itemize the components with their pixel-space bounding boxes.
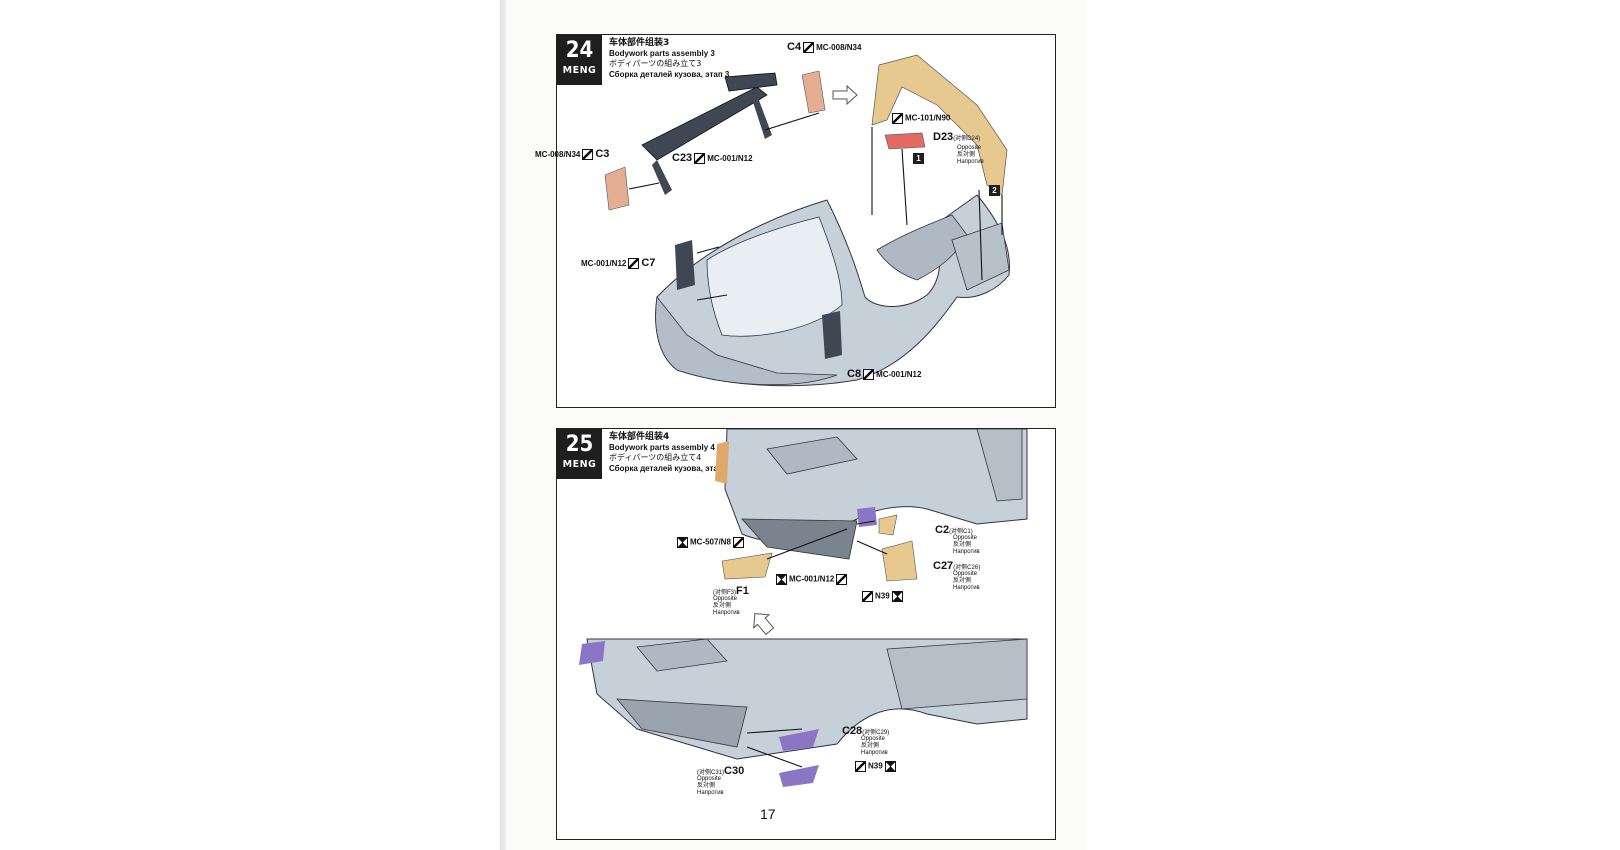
- side-window: [976, 429, 1023, 502]
- title-jp: ボディパーツの組み立て4: [609, 453, 702, 462]
- label-mc001: MC-001/N12: [774, 574, 849, 585]
- label-d23-paint: MC-101/N90: [890, 113, 950, 124]
- direction-arrow-down: [753, 613, 775, 636]
- assembly-arrows: [746, 520, 888, 768]
- side-panel-lower: [886, 638, 1028, 710]
- wing-stand-right: [752, 95, 772, 139]
- hood-scoop-lower: [636, 638, 728, 672]
- step-24-panel: 24 MENG 车体部件组装3 Bodywork parts assembly …: [535, 34, 1056, 408]
- label-c27: C27(对侧C26): [933, 560, 981, 572]
- part-c4: [801, 70, 826, 114]
- label-c30-opposite: Opposite 反対側 Напротив: [697, 776, 724, 796]
- paint-icon: [732, 537, 744, 548]
- part-c7: [675, 240, 695, 290]
- title-ru: Сборка деталей кузова, этап 4: [609, 463, 730, 473]
- part-c28: [779, 729, 819, 751]
- step-24-illustration: [604, 54, 1011, 387]
- paint-icon: [892, 113, 903, 124]
- brand-logo: MENG: [562, 459, 597, 470]
- wing-stand-left: [652, 160, 672, 195]
- car-body-front: [655, 296, 838, 386]
- rear-wing-endplate: [724, 72, 778, 92]
- headlight-accent: [715, 441, 729, 484]
- car-body-rear-deck: [876, 214, 968, 281]
- decal-icon: [891, 591, 903, 602]
- label-f1: (对侧F3)F1: [713, 585, 749, 597]
- paint-icon: [694, 153, 706, 165]
- part-c8: [822, 311, 842, 359]
- step-25-panel: 25 MENG 车体部件组装4 Bodywork parts assembly …: [556, 428, 1056, 840]
- label-n39-a: N39: [860, 591, 905, 602]
- label-mc507: MC-507/N8: [675, 537, 746, 548]
- step-number: 24: [565, 38, 594, 63]
- paint-icon: [836, 574, 848, 585]
- paint-icon: [855, 761, 866, 772]
- title-en: Bodywork parts assembly 4: [609, 442, 715, 452]
- paint-icon: [803, 42, 815, 54]
- step-24-badge: 24 MENG: [557, 35, 602, 85]
- label-c2-opposite: Opposite 反対側 Напротив: [953, 535, 980, 555]
- hood-scoop: [766, 436, 858, 475]
- page-number: 17: [760, 806, 776, 822]
- label-c28-opposite: Opposite 反対側 Напротив: [861, 736, 888, 756]
- label-c2: C2(对侧C1): [935, 524, 973, 536]
- paint-icon: [862, 591, 873, 602]
- paint-icon: [628, 258, 640, 270]
- sequence-2: 2: [989, 185, 1000, 196]
- title-zh: 车体部件组装4: [609, 432, 670, 442]
- title-en: Bodywork parts assembly 3: [609, 48, 715, 58]
- part-d23: [884, 132, 926, 150]
- decal-icon: [677, 537, 688, 548]
- purple-canard-top: [579, 641, 605, 665]
- part-c2: [878, 514, 898, 536]
- part-rear-frame-tan: [871, 54, 1008, 196]
- part-c30: [779, 765, 819, 787]
- step-25-title: 车体部件组装4 Bodywork parts assembly 4 ボディパーツ…: [609, 432, 729, 474]
- label-c28: C28(对侧C29): [842, 725, 890, 737]
- step-25-badge: 25 MENG: [557, 429, 602, 479]
- decal-icon: [884, 761, 896, 772]
- step-number: 25: [565, 432, 594, 457]
- car-body-rear-end: [951, 222, 1010, 291]
- label-n39-b: N39: [853, 761, 898, 772]
- part-c27: [881, 540, 918, 582]
- part-c3: [604, 166, 630, 211]
- car-body-cockpit: [706, 216, 843, 337]
- paint-icon: [582, 149, 594, 161]
- direction-arrow: [832, 84, 858, 106]
- title-zh: 车体部件组装3: [609, 38, 670, 48]
- front-splitter: [741, 518, 858, 560]
- label-f1-opposite: Opposite 反対側 Напротив: [713, 596, 740, 616]
- front-splitter-lower: [616, 698, 748, 748]
- label-d23: D23(对侧D24): [933, 131, 981, 143]
- decal-icon: [776, 574, 787, 585]
- title-jp: ボディパーツの組み立て3: [609, 59, 702, 68]
- step-24-title: 车体部件组装3 Bodywork parts assembly 3 ボディパーツ…: [609, 38, 729, 80]
- label-c27-opposite: Opposite 反対側 Напротив: [953, 571, 980, 591]
- title-ru: Сборка деталей кузова, этап 3: [609, 69, 730, 79]
- sequence-1: 1: [913, 153, 924, 164]
- rear-wing-c23: [641, 86, 768, 161]
- brand-logo: MENG: [562, 65, 597, 76]
- assembly-arrows: [628, 112, 1003, 301]
- label-c30: (对侧C31)C30: [697, 765, 745, 777]
- part-f1: [721, 552, 773, 580]
- paint-icon: [863, 369, 875, 381]
- label-d23-opposite: Opposite 反対側 Напротив: [957, 145, 984, 165]
- step-25-illustration: [579, 429, 1028, 787]
